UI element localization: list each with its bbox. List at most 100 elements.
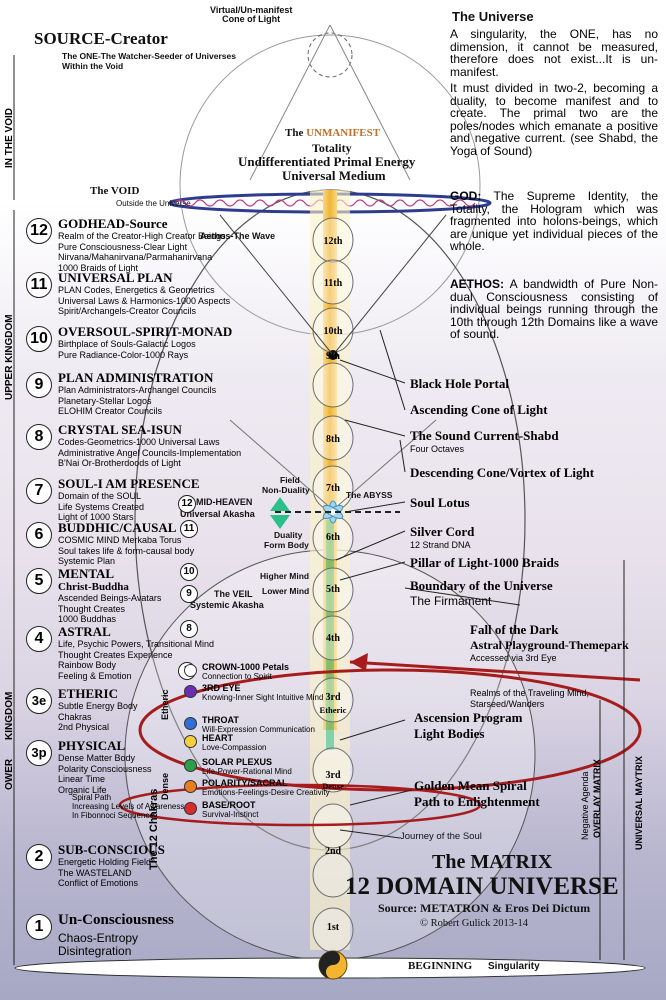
void-subtitle: Outside the Universe bbox=[116, 199, 191, 208]
silver-cord bbox=[326, 520, 334, 750]
side-label-etheric: Etheric bbox=[160, 689, 170, 720]
undifferentiated-label: Undifferentiated Primal Energy bbox=[238, 154, 416, 169]
field-label: Field bbox=[280, 475, 300, 485]
matrix-the-label: The MATRIX bbox=[432, 851, 553, 873]
universe-paragraph-2: It must divided in two-2, becoming a dua… bbox=[450, 81, 658, 158]
right-label: Ascending Cone of Light bbox=[410, 402, 548, 418]
domain-number: 8 bbox=[26, 424, 52, 450]
chakra-name: POLARITY/SACRAL bbox=[202, 778, 288, 788]
aethos-label: AETHOS: bbox=[450, 277, 504, 291]
domain-bead bbox=[312, 259, 354, 305]
domain-desc-line: Thought Creates bbox=[58, 603, 126, 614]
domain-desc-line: Linear Time bbox=[58, 774, 106, 784]
source-title: SOURCE-Creator bbox=[34, 29, 168, 48]
chakra-desc: Connection to Spirit bbox=[202, 672, 272, 681]
domain-title: PLAN ADMINISTRATION bbox=[58, 370, 214, 385]
right-label-title: Ascending Cone of Light bbox=[410, 402, 548, 417]
chakra-name: CROWN-1000 Petals bbox=[202, 662, 290, 672]
right-label-title: Pillar of Light-1000 Braids bbox=[410, 555, 559, 570]
matrix-title: 12 DOMAIN UNIVERSE bbox=[345, 873, 619, 900]
chakra-dot bbox=[184, 802, 197, 815]
side-label-upper-kingdom: UPPER KINGDOM bbox=[4, 314, 15, 400]
god-text: The Supreme Identity, the Totality, the … bbox=[450, 189, 658, 253]
mini-num-9: 9 bbox=[180, 585, 198, 603]
domain-desc-line: COSMIC MIND Merkaba Torus bbox=[58, 535, 182, 545]
domain-bead bbox=[312, 415, 354, 461]
domain-bead bbox=[312, 747, 354, 793]
domain-subtitle: Christ-Buddha bbox=[58, 581, 129, 593]
right-label: Pillar of Light-1000 Braids bbox=[410, 555, 559, 571]
pillar-level-label: 1st bbox=[326, 922, 340, 933]
chakra-desc: Emotions-Feelings-Desire Creativity bbox=[202, 788, 330, 797]
totality-label: Totality bbox=[312, 141, 352, 155]
domain-desc-line: Systemic Plan bbox=[58, 556, 116, 566]
domain-title: ETHERIC bbox=[58, 686, 118, 701]
spiral-path-line-1: Spiral Path bbox=[72, 793, 112, 802]
spiral-path-label: Spiral Path Increasing Levels of Awarene… bbox=[72, 793, 184, 820]
domain-beads bbox=[312, 217, 354, 953]
domain-title: PHYSICAL bbox=[58, 738, 126, 753]
aethos-wave-label: Aethos-The Wave bbox=[200, 231, 276, 241]
beginning-label: BEGINNING bbox=[408, 960, 473, 972]
right-label: Fall of the Dark bbox=[470, 622, 558, 638]
higher-mind-label: Higher Mind bbox=[260, 571, 310, 581]
pillar-level-label: 5th bbox=[326, 584, 340, 595]
side-label-lower: OWER bbox=[4, 758, 15, 790]
soul-lotus bbox=[322, 500, 344, 524]
domain-number: 5 bbox=[26, 568, 52, 594]
aethos-text: A bandwidth of Pure Non-dual Consciousne… bbox=[450, 277, 658, 341]
nonduality-triangle bbox=[270, 497, 290, 511]
duality-label: Duality bbox=[274, 530, 303, 540]
astral-playground-sub: Realms of the Traveling Mind, Starseed/W… bbox=[470, 688, 589, 709]
unmanifest-the: The bbox=[285, 127, 304, 139]
pillar-level-label: 12th bbox=[323, 236, 343, 247]
domain-desc-line: B'Nai Or-Brotherdoods of Light bbox=[58, 458, 181, 468]
domain-bead bbox=[312, 217, 354, 263]
domain-desc-line: Life Systems Created bbox=[58, 501, 145, 512]
domain-desc-line: Subtle Energy Body bbox=[58, 701, 138, 711]
domain-number: 11 bbox=[26, 272, 52, 298]
domain-desc-line: Pure Radiance-Color-1000 Rays bbox=[58, 349, 189, 360]
spiral-path-line-3: In Fibonnoci Sequence bbox=[72, 811, 154, 820]
domain-desc-line: Polarity Consciousness bbox=[58, 763, 152, 774]
right-label-title: The Sound Current-Shabd bbox=[410, 428, 559, 443]
chakra-dot bbox=[184, 780, 197, 793]
fall-arrowhead bbox=[350, 653, 368, 671]
chakra-name: 3RD EYE bbox=[202, 683, 241, 693]
chakra-name: HEART bbox=[202, 733, 233, 743]
domain-desc-line: Thought Creates Experience bbox=[58, 649, 173, 660]
chakra-dot bbox=[184, 717, 197, 730]
pillar-level-label: 3rd bbox=[325, 692, 341, 703]
side-label-negative-agenda: Negative Agenda bbox=[580, 771, 590, 840]
chakra-dot bbox=[184, 759, 197, 772]
domain-bead bbox=[312, 852, 354, 898]
pillar-level-label: 11th bbox=[323, 278, 343, 289]
domain-number: 12 bbox=[26, 218, 52, 244]
universal-akasha-label: Universal Akasha bbox=[180, 509, 255, 519]
mini-num-10: 10 bbox=[180, 563, 198, 581]
domain-number: 4 bbox=[26, 626, 52, 652]
domain-desc-line: Birthplace of Souls-Galactic Logos bbox=[58, 339, 196, 349]
domain-number: 9 bbox=[26, 372, 52, 398]
domain-desc-line: Organic Life bbox=[58, 784, 107, 795]
pillar-level-label: 8th bbox=[326, 434, 340, 445]
virtual-cone bbox=[249, 24, 411, 181]
domain-desc-line: Codes-Geometrics-1000 Universal Laws bbox=[58, 437, 220, 447]
right-label-sub: The Firmament bbox=[410, 594, 492, 608]
domain-title: MENTAL bbox=[58, 566, 115, 581]
chakra-name: BASE/ROOT bbox=[202, 800, 256, 810]
ascending-cone bbox=[219, 214, 447, 356]
fall-arrow bbox=[349, 660, 641, 682]
domain-title: BUDDHIC/CAUSAL bbox=[58, 520, 177, 535]
aethos-paragraph: AETHOS: A bandwidth of Pure Non-dual Con… bbox=[450, 278, 658, 341]
right-label-title: Descending Cone/Vortex of Light bbox=[410, 465, 595, 480]
right-label-title: Fall of the Dark bbox=[470, 622, 559, 637]
abyss-label: The ABYSS bbox=[346, 490, 393, 500]
domain-desc-line: Chakras bbox=[58, 711, 92, 722]
mini-num-12: 12 bbox=[178, 495, 196, 513]
